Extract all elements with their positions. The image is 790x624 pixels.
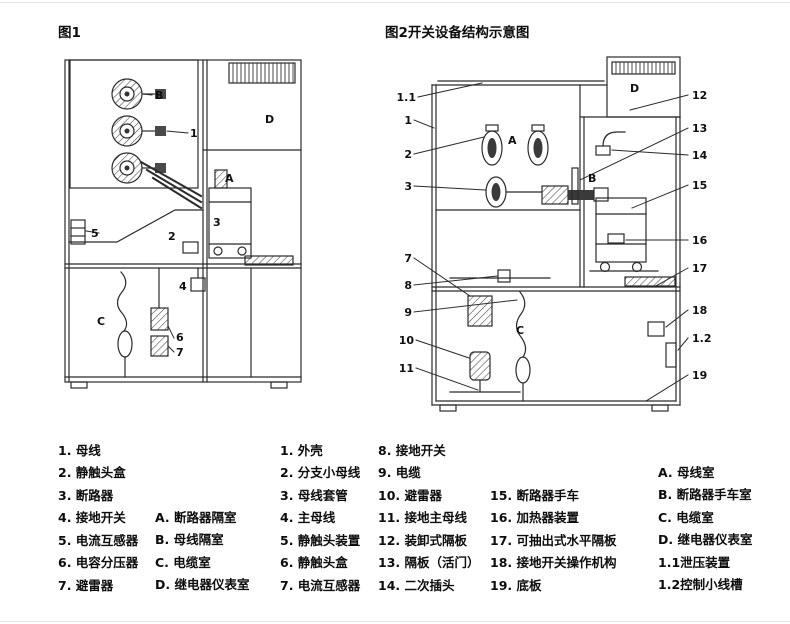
fig1-label-3: 3 — [213, 216, 221, 229]
fig1-label-b: B — [155, 89, 163, 102]
fig2-cable — [515, 291, 531, 402]
figure-1-title: 图1 — [58, 25, 81, 41]
legend-item: 7. 电流互感器 — [280, 577, 361, 593]
legend-item: 7. 避雷器 — [58, 577, 114, 593]
fig1-cable — [116, 271, 133, 378]
legend-item: 5. 静触头装置 — [280, 532, 361, 548]
fig2-callout-10: 10 — [399, 334, 415, 347]
legend-item: 9. 电缆 — [378, 465, 421, 481]
fig2-callout-15: 15 — [692, 179, 707, 192]
legend-fig2-rooms: A. 母线室 B. 断路器手车室 C. 电缆室 D. 继电器仪表室 1.1泄压装… — [658, 460, 752, 595]
legend-item: B. 母线隔室 — [155, 532, 224, 548]
legend-fig2-col2: 8. 接地开关 9. 电缆 10. 避雷器 11. 接地主母线 12. 装卸式隔… — [378, 438, 480, 596]
fig2-callout-3: 3 — [404, 180, 412, 193]
fig2-breaker-handcart — [595, 197, 647, 273]
page-top-rule — [0, 2, 790, 3]
fig2-callout-1-1: 1.1 — [397, 91, 417, 104]
fig2-label-c: C — [516, 324, 524, 337]
legend-item: C. 电缆室 — [155, 554, 211, 570]
legend-item: D. 继电器仪表室 — [155, 577, 250, 593]
legend-item: 3. 母线套管 — [280, 487, 348, 503]
fig2-lower-components — [449, 269, 677, 393]
fig2-label-a: A — [508, 134, 517, 147]
fig2-callout-13: 13 — [692, 122, 707, 135]
legend-item: 1.1泄压装置 — [658, 554, 731, 570]
legend-item: 3. 断路器 — [58, 487, 114, 503]
fig2-callout-1-2: 1.2 — [692, 332, 712, 345]
fig2-contact-assembly — [505, 185, 609, 205]
fig1-label-6: 6 — [176, 331, 184, 344]
fig2-leader-lines — [413, 82, 689, 402]
legend-item: 4. 接地开关 — [58, 510, 126, 526]
fig2-callout-18: 18 — [692, 304, 707, 317]
legend-item: 18. 接地开关操作机构 — [490, 555, 617, 571]
legend-item: B. 断路器手车室 — [658, 487, 752, 503]
legend-item: D. 继电器仪表室 — [658, 532, 753, 548]
fig2-label-b: B — [588, 172, 596, 185]
legend-item: 2. 静触头盒 — [58, 465, 126, 481]
fig1-busbar-bushings — [111, 78, 166, 184]
fig1-label-c: C — [97, 315, 105, 328]
legend-item: 5. 电流互感器 — [58, 532, 139, 548]
legend-item: 1.2控制小线槽 — [658, 577, 743, 593]
figure-2-drawing: 1.1 1 2 3 7 8 9 10 11 12 13 14 15 16 17 … — [397, 56, 712, 412]
legend-item: A. 母线室 — [658, 464, 715, 480]
legend-item: 16. 加热器装置 — [490, 510, 579, 526]
fig1-label-7: 7 — [176, 346, 184, 359]
legend-item: 19. 底板 — [490, 577, 542, 593]
fig1-label-1: 1 — [190, 127, 198, 140]
legend-item: 4. 主母线 — [280, 510, 336, 526]
fig1-label-2: 2 — [168, 230, 176, 243]
fig2-callout-17: 17 — [692, 262, 707, 275]
fig1-busbar-links — [139, 160, 203, 210]
fig1-label-5: 5 — [91, 227, 99, 240]
legend-fig1-parts: 1. 母线 2. 静触头盒 3. 断路器 4. 接地开关 5. 电流互感器 6.… — [58, 438, 138, 596]
fig2-callout-2: 2 — [404, 148, 412, 161]
legend-item: 1. 外壳 — [280, 442, 323, 458]
legend-item: 13. 隔板（活门） — [378, 555, 480, 571]
legend-item: 12. 装卸式隔板 — [378, 532, 467, 548]
legend-item: 2. 分支小母线 — [280, 465, 361, 481]
legend-item: A. 断路器隔室 — [155, 509, 237, 525]
legend-fig1-rooms: A. 断路器隔室 B. 母线隔室 C. 电缆室 D. 继电器仪表室 — [155, 505, 249, 595]
fig2-callout-labels-left: 1.1 1 2 3 7 8 9 10 11 — [397, 91, 417, 375]
legend-fig2-col3: 15. 断路器手车 16. 加热器装置 17. 可抽出式水平隔板 18. 接地开… — [490, 483, 617, 596]
fig2-compartment-labels: A B C D — [508, 82, 639, 337]
fig2-busbar-bushings — [481, 124, 549, 208]
fig2-callout-7: 7 — [404, 252, 412, 265]
figure-1-drawing: B 1 D A 3 2 5 4 C 6 7 — [64, 59, 302, 389]
fig2-compartment-walls — [431, 84, 681, 292]
legend-item: C. 电缆室 — [658, 509, 714, 525]
legend-item: 6. 电容分压器 — [58, 555, 139, 571]
legend-item: 11. 接地主母线 — [378, 510, 467, 526]
fig2-callout-8: 8 — [404, 279, 412, 292]
fig1-compartment-walls — [64, 59, 302, 383]
legend-item: 8. 接地开关 — [378, 442, 446, 458]
legend-item: 17. 可抽出式水平隔板 — [490, 532, 617, 548]
legend-item: 15. 断路器手车 — [490, 487, 579, 503]
fig2-callout-19: 19 — [692, 369, 707, 382]
fig2-callout-1: 1 — [404, 114, 412, 127]
fig1-label-a: A — [225, 172, 234, 185]
figure-2-title: 图2开关设备结构示意图 — [385, 25, 530, 41]
fig1-label-d: D — [265, 113, 274, 126]
fig2-label-d: D — [630, 82, 639, 95]
fig2-callout-16: 16 — [692, 234, 708, 247]
fig1-circuit-breaker — [208, 169, 252, 259]
fig2-callout-12: 12 — [692, 89, 707, 102]
fig2-callout-9: 9 — [404, 306, 412, 319]
fig1-leader-lines — [85, 93, 189, 353]
fig2-shutter-and-plug — [571, 131, 626, 205]
fig1-label-4: 4 — [179, 280, 187, 293]
fig2-callout-labels-right: 12 13 14 15 16 17 18 1.2 19 — [692, 89, 712, 382]
legend-item: 1. 母线 — [58, 442, 101, 458]
fig1-part-labels: B 1 D A 3 2 5 4 C 6 7 — [91, 89, 274, 359]
legend-item: 6. 静触头盒 — [280, 555, 348, 571]
fig2-callout-11: 11 — [399, 362, 414, 375]
legend-item: 14. 二次插头 — [378, 577, 455, 593]
legend-fig2-col1: 1. 外壳 2. 分支小母线 3. 母线套管 4. 主母线 5. 静触头装置 6… — [280, 438, 360, 596]
fig2-callout-14: 14 — [692, 149, 708, 162]
legend-item: 10. 避雷器 — [378, 487, 442, 503]
page-bottom-rule — [0, 621, 790, 622]
